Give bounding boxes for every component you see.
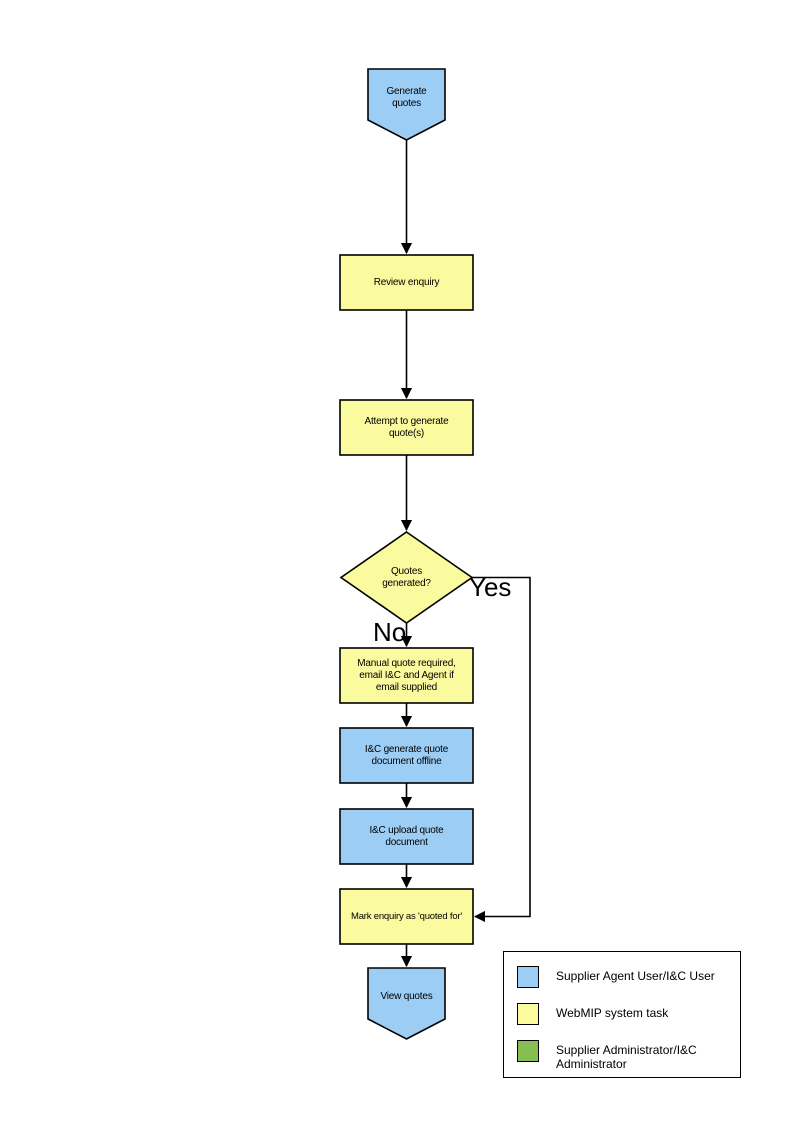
legend-swatch-admin-task [517, 1040, 539, 1062]
legend-row-admin-task: Supplier Administrator/I&C Administrator [517, 1040, 697, 1071]
legend-label-admin-task: Supplier Administrator/I&C Administrator [556, 1043, 697, 1071]
node-mark-enquiry-quoted-for [339, 888, 474, 945]
legend-row-user-task: Supplier Agent User/I&C User [517, 966, 715, 988]
node-ic-generate-quote-offline [339, 727, 474, 784]
legend-label-system-task: WebMIP system task [556, 1006, 669, 1020]
connector-decision-yes-to-mark [472, 576, 531, 923]
legend-swatch-user-task [517, 966, 539, 988]
legend-label-user-task: Supplier Agent User/I&C User [556, 969, 715, 983]
node-generate-quotes [367, 68, 446, 141]
node-quotes-generated-decision [339, 531, 474, 624]
node-manual-quote-required [339, 647, 474, 704]
branch-label-no: No [373, 617, 407, 647]
node-attempt-generate-quotes [339, 399, 474, 456]
node-ic-upload-quote-document [339, 808, 474, 865]
node-review-enquiry [339, 254, 474, 311]
legend-row-system-task: WebMIP system task [517, 1003, 668, 1025]
legend-panel: Supplier Agent User/I&C User WebMIP syst… [503, 951, 741, 1078]
node-view-quotes [367, 967, 446, 1040]
branch-label-yes: Yes [469, 572, 512, 602]
legend-swatch-system-task [517, 1003, 539, 1025]
